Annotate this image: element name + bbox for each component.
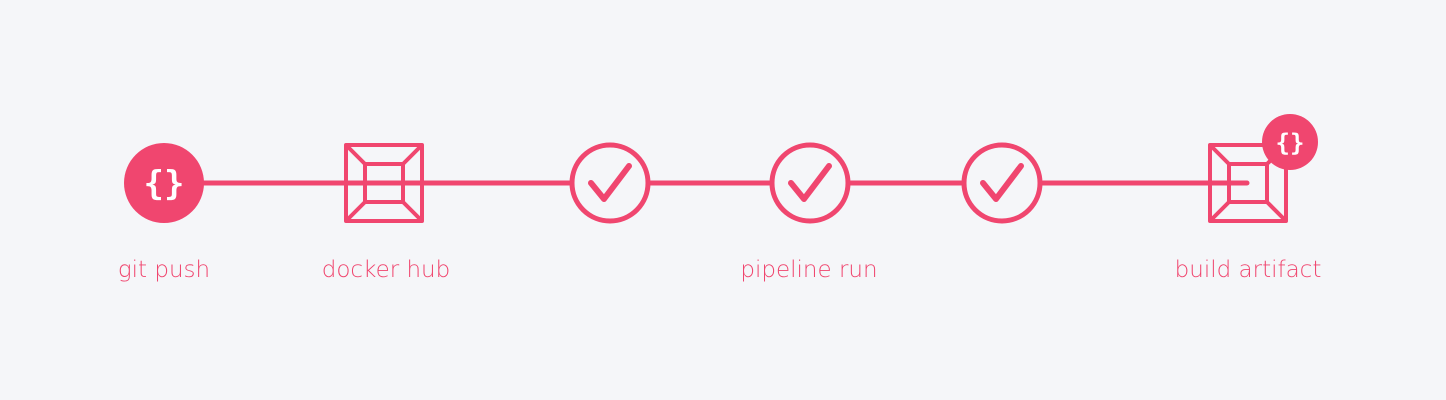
badge-braces-glyph: {} — [1276, 129, 1305, 157]
label-git-push: git push — [118, 257, 210, 283]
label-docker-hub: docker hub — [322, 257, 451, 283]
step-docker-hub — [344, 143, 424, 223]
check-circle-icon — [769, 142, 851, 224]
code-braces-icon — [1262, 114, 1318, 170]
check-circle-icon — [569, 142, 651, 224]
step-check-1 — [569, 142, 651, 224]
step-pipeline-run — [769, 142, 851, 224]
step-check-3 — [961, 142, 1043, 224]
step-git-push: {} — [124, 143, 204, 223]
label-pipeline-run: pipeline run — [740, 257, 877, 283]
container-box-icon — [344, 143, 424, 223]
artifact-badge: {} — [1262, 114, 1318, 170]
step-build-artifact: {} — [1208, 114, 1318, 223]
label-build-artifact: build artifact — [1175, 257, 1322, 283]
code-braces-icon — [124, 143, 204, 223]
check-circle-icon — [961, 142, 1043, 224]
code-braces-glyph: {} — [144, 164, 185, 204]
